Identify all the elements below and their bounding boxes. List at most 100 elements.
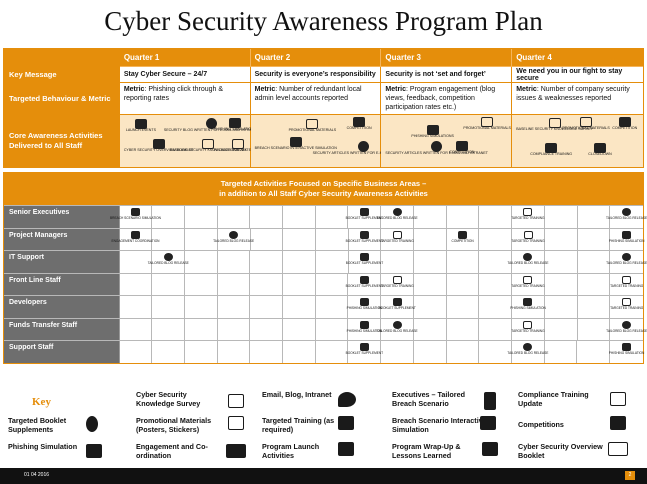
trophy-icon: [455, 141, 468, 151]
grid-cell: [447, 318, 480, 340]
grid-cell-label: Tailored Blog Release: [376, 328, 418, 333]
grid-row-label: Developers: [4, 296, 120, 318]
grid-cell: Competition: [447, 228, 480, 250]
trophy-icon: [618, 117, 631, 127]
quarter-1-header: Quarter 1: [119, 49, 251, 67]
grid-cell-label: Phishing Simulation: [608, 238, 645, 243]
grid-cell: [545, 296, 578, 318]
grid-cell: [283, 273, 316, 295]
grid-cell-label: Phishing Simulation: [346, 306, 383, 310]
grid-cell: [414, 341, 447, 363]
scales-icon: [610, 392, 626, 406]
grid-cell-label: Tailored Blog Release: [507, 351, 549, 355]
person-icon: [359, 230, 369, 239]
key-item: Competitions: [518, 420, 564, 429]
grid-cell: [185, 318, 218, 340]
grid-row: Project ManagersEngagement CoordinationT…: [4, 227, 645, 251]
quarter-header-row: Quarter 1 Quarter 2 Quarter 3 Quarter 4: [4, 49, 643, 67]
poster-icon: [306, 119, 319, 129]
grid-cell: [218, 296, 251, 318]
grid-cell: [545, 206, 578, 228]
poster-icon: [231, 139, 244, 149]
grid-cell: [218, 251, 251, 273]
grid-cell: Targeted Training: [511, 273, 545, 295]
grid-cell: Targeted Training: [381, 228, 415, 250]
grid-cell: [479, 296, 513, 318]
key-item: Executives – Tailored Breach Scenario: [392, 390, 465, 408]
quarter-plan-table: Quarter 1 Quarter 2 Quarter 3 Quarter 4 …: [3, 48, 644, 168]
key-message-q4: We need you in our fight to stay secure: [512, 67, 644, 83]
activity: Promotional Materials: [463, 117, 511, 131]
chess-piece-icon: [130, 208, 140, 216]
grid-cell: [218, 273, 251, 295]
grid-cell-label: Breach Scenario Simulation: [110, 216, 161, 220]
activity: Baseline Security Knowledge Survey: [170, 139, 247, 153]
grid-cell: Targeted Training: [610, 274, 643, 296]
key-message-q1: Stay Cyber Secure – 24/7: [119, 67, 251, 83]
grid-cell: [185, 206, 218, 228]
speech-bubble-icon: [622, 253, 632, 261]
speech-bubble-icon: [431, 141, 443, 152]
grid-cell: Phishing Simulation: [346, 318, 383, 340]
grid-cell: [414, 318, 447, 340]
grid-cell-label: Targeted Training: [511, 216, 545, 220]
key-item: Targeted Training (as required): [262, 416, 335, 434]
grid-cell: Booklet Supplement: [346, 341, 383, 363]
grid-cell: Tailored Blog Release: [606, 251, 647, 273]
person-icon: [359, 343, 369, 351]
grid-cell: [381, 251, 415, 273]
grid-cell: [578, 273, 611, 295]
grid-cell: [447, 206, 480, 228]
grid-cell: [283, 341, 316, 363]
core-activities-row: Core Awareness Activities Delivered to A…: [4, 115, 644, 167]
grid-cell: Tailored Blog Release: [507, 341, 548, 363]
speech-bubble-icon: [205, 118, 217, 129]
activity: Phishing Simulations: [411, 125, 454, 139]
speech-bubble-icon: [523, 253, 533, 261]
grid-cell: [152, 341, 186, 363]
grid-cell: [152, 296, 185, 318]
grid-cell: [545, 228, 578, 250]
grid-cell: [545, 273, 578, 295]
core-activities-q4: Baseline Security Knowledge Survey Promo…: [512, 115, 644, 167]
activity: Promotional Materials: [289, 119, 336, 133]
grid-row-label: IT Support: [4, 251, 120, 273]
survey-chart-icon: [228, 394, 244, 408]
grid-cell: [578, 296, 611, 318]
group-icon: [226, 444, 246, 458]
grid-row-label: Project Managers: [4, 228, 120, 250]
rocket-icon: [134, 119, 147, 129]
activity: Security articles written for E-mail and…: [385, 141, 488, 156]
chess-piece-icon: [484, 392, 496, 410]
grid-cell: Booklet Supplement: [346, 251, 383, 273]
activity: Compliance Training: [530, 143, 572, 157]
person-icon: [86, 416, 98, 432]
grid-cell: [316, 318, 349, 340]
targeted-behaviour-row: Targeted Behaviour & Metric Metric: Phis…: [4, 83, 643, 115]
key-message-row: Key Message Stay Cyber Secure – 24/7 Sec…: [4, 67, 644, 83]
grid-cell: [545, 318, 578, 340]
key-item: Program Wrap-Up & Lessons Learned: [392, 442, 461, 460]
quarter-4-header: Quarter 4: [512, 49, 643, 67]
activity: Security blog written for E-mail and int…: [164, 118, 259, 133]
open-book-icon: [608, 442, 628, 456]
grid-cell: Targeted Training: [511, 318, 545, 340]
quarter-2-header: Quarter 2: [250, 49, 382, 67]
grid-cell-label: Targeted Training: [511, 328, 545, 333]
activity: Baseline Security Knowledge Survey: [516, 118, 593, 132]
grid-cell: [479, 318, 513, 340]
presenter-icon: [622, 298, 632, 306]
grid-cell: [479, 206, 513, 228]
grid-cell: [218, 341, 251, 363]
grid-cell: [545, 341, 578, 363]
grid-cell-label: Tailored Blog Release: [147, 261, 189, 265]
fishing-hook-icon: [426, 125, 439, 135]
grid-cell: Targeted Training: [511, 206, 545, 228]
grid-cell: Phishing Simulation: [608, 229, 645, 251]
page-title: Cyber Security Awareness Program Plan: [104, 6, 543, 36]
presenter-icon: [392, 230, 402, 239]
grid-cell-label: Phishing Simulation: [346, 328, 383, 333]
grid-cell-label: Targeted Training: [610, 306, 644, 310]
key-item: Program Launch Activities: [262, 442, 320, 460]
grid-cell: [479, 273, 513, 295]
